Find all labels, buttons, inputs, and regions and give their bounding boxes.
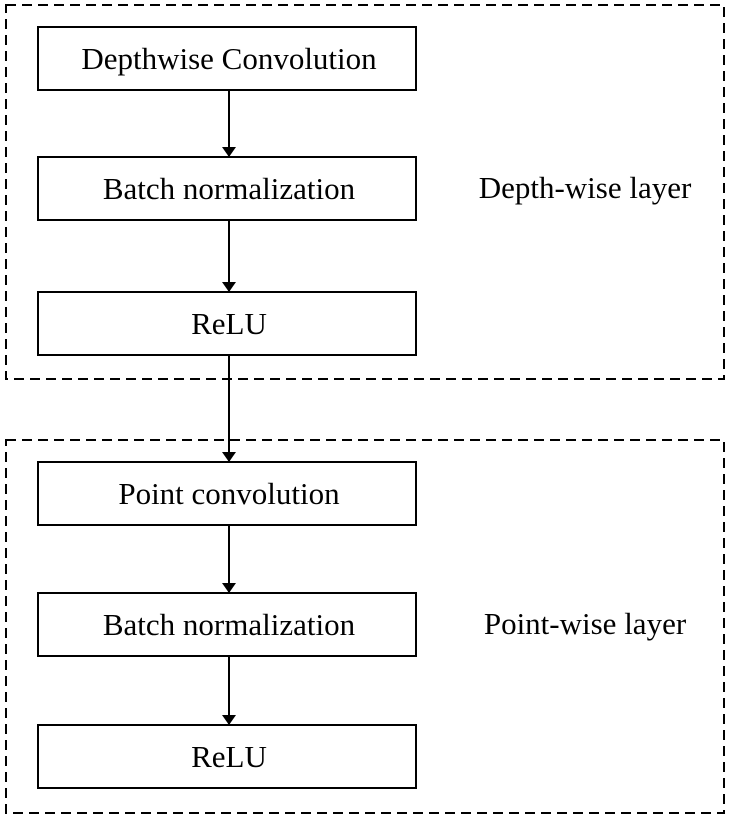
point-convolution-label: Point convolution <box>118 476 340 511</box>
batch-normalization-label-2: Batch normalization <box>103 607 356 642</box>
depth-wise-layer-group <box>5 4 725 380</box>
batch-normalization-box-2 <box>37 592 417 657</box>
batch-normalization-box-1 <box>37 156 417 221</box>
batch-normalization-label-1: Batch normalization <box>103 171 356 206</box>
point-wise-layer-group <box>5 439 725 814</box>
depthwise-convolution-label: Depthwise Convolution <box>81 41 377 76</box>
depthwise-convolution-box <box>37 26 417 91</box>
relu-box-2 <box>37 724 417 789</box>
point-convolution-box <box>37 461 417 526</box>
relu-label-1: ReLU <box>191 306 267 341</box>
relu-box-1 <box>37 291 417 356</box>
point-wise-layer-label: Point-wise layer <box>484 606 687 641</box>
relu-label-2: ReLU <box>191 739 267 774</box>
depth-wise-layer-label: Depth-wise layer <box>479 170 692 205</box>
